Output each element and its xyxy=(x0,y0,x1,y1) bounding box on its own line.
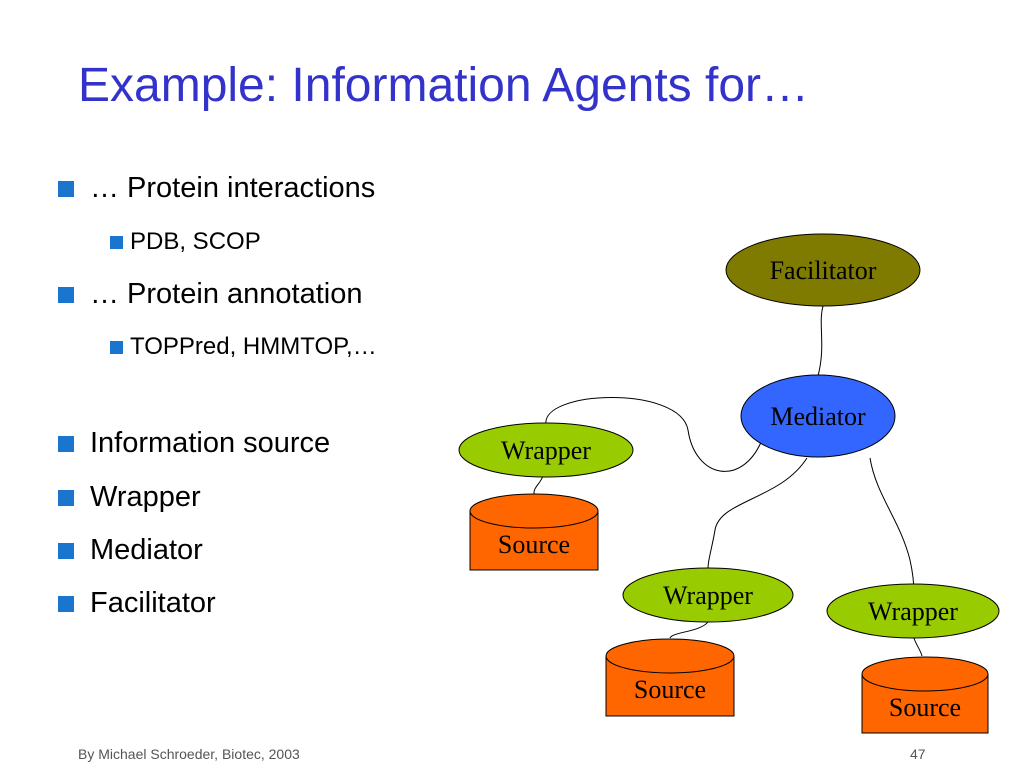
bullet-text: Mediator xyxy=(90,534,203,566)
bullet-text: PDB, SCOP xyxy=(130,228,261,255)
slide-title: Example: Information Agents for… xyxy=(78,59,810,112)
wrapper-node-2: Wrapper xyxy=(622,567,794,623)
bullet-text: Information source xyxy=(90,427,331,459)
square-bullet-icon xyxy=(58,180,74,197)
footer-author: By Michael Schroeder, Biotec, 2003 xyxy=(78,746,300,762)
sub-bullet-pdb-scop: PDB, SCOP xyxy=(110,228,261,256)
bullet-facilitator: Facilitator xyxy=(58,587,216,620)
square-bullet-icon xyxy=(110,340,123,354)
wrapper-label: Wrapper xyxy=(663,581,753,610)
source-label: Source xyxy=(889,693,961,722)
square-bullet-icon xyxy=(58,595,74,612)
square-bullet-icon xyxy=(58,435,74,452)
square-bullet-icon xyxy=(58,286,74,303)
wrapper-ellipse xyxy=(622,567,794,623)
facilitator-node: Facilitator xyxy=(725,233,921,307)
square-bullet-icon xyxy=(110,235,123,249)
square-bullet-icon xyxy=(58,489,74,506)
facilitator-ellipse xyxy=(725,233,921,307)
wrapper-ellipse xyxy=(458,422,634,478)
mediator-node: Mediator xyxy=(740,374,896,458)
source-node-3: Source xyxy=(861,656,989,734)
mediator-label: Mediator xyxy=(770,402,866,431)
diagram-connectors xyxy=(533,305,923,657)
source-cylinder-top xyxy=(469,493,599,529)
bullet-text: … Protein annotation xyxy=(90,278,363,310)
mediator-ellipse xyxy=(740,374,896,458)
footer-page-number: 47 xyxy=(910,746,926,762)
bullet-protein-interactions: … Protein interactions xyxy=(58,172,375,205)
bullet-text: Facilitator xyxy=(90,587,216,619)
bullet-text: TOPPred, HMMTOP,… xyxy=(130,333,377,360)
wrapper-label: Wrapper xyxy=(501,436,591,465)
bullet-information-source: Information source xyxy=(58,427,330,460)
wrapper-node-3: Wrapper xyxy=(826,583,1000,639)
source-label: Source xyxy=(634,675,706,704)
wrapper-label: Wrapper xyxy=(868,597,958,626)
bullet-protein-annotation: … Protein annotation xyxy=(58,278,362,311)
wrapper-node-1: Wrapper xyxy=(458,422,634,478)
bullet-wrapper: Wrapper xyxy=(58,481,201,514)
bullet-text: … Protein interactions xyxy=(90,172,376,204)
sub-bullet-topred-hmmtop: TOPPred, HMMTOP,… xyxy=(110,333,377,361)
bullet-mediator: Mediator xyxy=(58,534,203,567)
connector-facilitator-mediator xyxy=(817,305,824,377)
source-cylinder-top xyxy=(861,656,989,692)
source-node-2: Source xyxy=(605,638,735,717)
source-cylinder-top xyxy=(605,638,735,674)
connector-mediator-wrapper-1 xyxy=(545,397,763,472)
connector-wrapper-2-source-2 xyxy=(669,621,709,639)
wrapper-ellipse xyxy=(826,583,1000,639)
connector-mediator-wrapper-2 xyxy=(707,457,808,569)
source-label: Source xyxy=(498,530,570,559)
source-node-1: Source xyxy=(469,493,599,571)
bullet-text: Wrapper xyxy=(90,481,201,513)
square-bullet-icon xyxy=(58,542,74,559)
connector-wrapper-1-source-1 xyxy=(533,475,544,495)
connector-mediator-wrapper-3 xyxy=(869,457,915,595)
facilitator-label: Facilitator xyxy=(770,256,877,285)
